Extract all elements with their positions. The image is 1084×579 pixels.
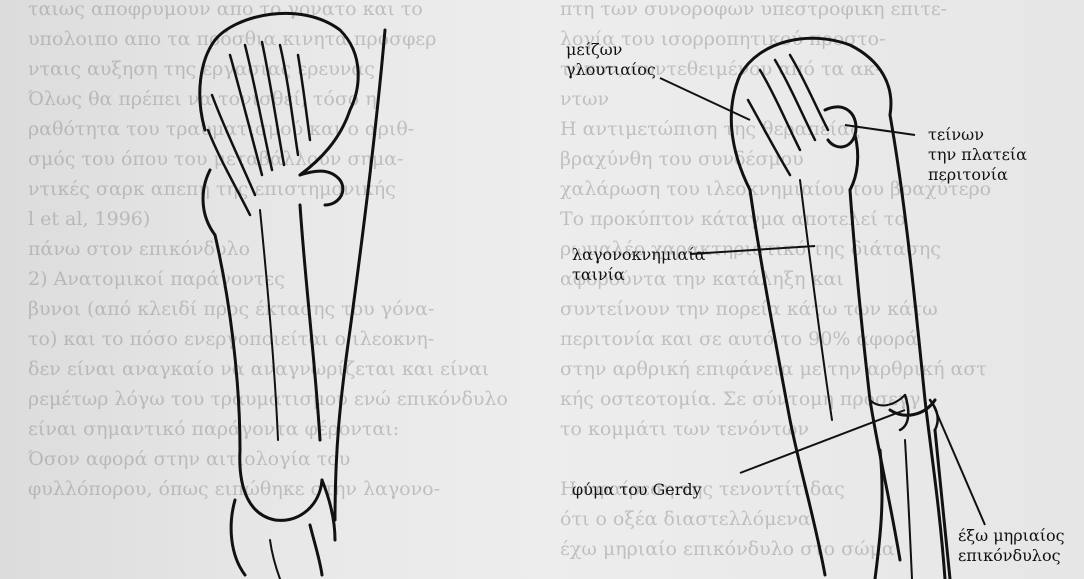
label-lateral-epicondyle-line2: επικόνδυλος [958,546,1065,566]
leader-it-band [690,246,815,254]
label-tensor-fascia-line2: την πλατεία [928,145,1027,165]
label-lateral-epicondyle: έξω μηριαίος επικόνδυλος [958,526,1065,566]
label-gluteus-maximus-line2: γλουτιαίος [566,60,656,80]
label-it-band: λαγονοκνημιαία ταινία [572,245,705,285]
label-gerdy-text: φύμα του Gerdy [572,480,702,500]
label-tensor-fascia-line3: περιτονία [928,165,1027,185]
label-tensor-fascia-line1: τείνων [928,125,1027,145]
label-lateral-epicondyle-line1: έξω μηριαίος [958,526,1065,546]
label-it-band-line2: ταινία [572,265,705,285]
label-gluteus-maximus-line1: μείζων [566,40,656,60]
right-leg-figure [731,38,950,579]
label-gluteus-maximus: μείζων γλουτιαίος [566,40,656,80]
label-it-band-line1: λαγονοκνημιαία [572,245,705,265]
leader-lateral-epicondyle [932,402,985,525]
left-hip-figure [200,13,385,579]
label-gerdy: φύμα του Gerdy [572,480,702,500]
label-tensor-fascia: τείνων την πλατεία περιτονία [928,125,1027,185]
